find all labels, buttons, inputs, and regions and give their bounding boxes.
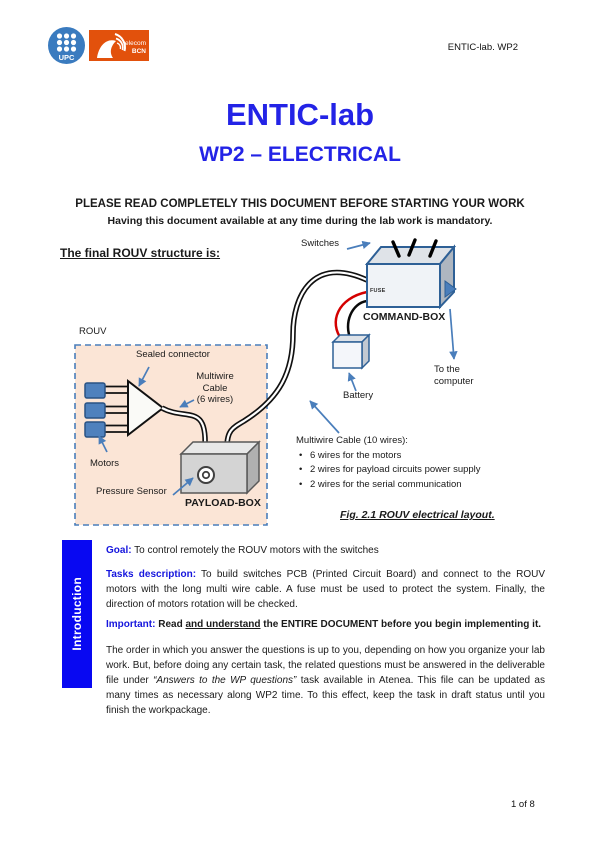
goal-text: To control remotely the ROUV motors with… <box>131 545 379 556</box>
order-paragraph: The order in which you answer the questi… <box>106 643 545 718</box>
motors-arrow <box>98 435 108 453</box>
motors-label: Motors <box>90 458 120 469</box>
battery-label: Battery <box>343 390 374 401</box>
pressure-sensor-label: Pressure Sensor <box>96 486 167 497</box>
important-paragraph: Important: Read and understand the ENTIR… <box>106 617 545 632</box>
upc-logo-text: UPC <box>59 53 75 62</box>
rouv-electrical-diagram: Switches COMMAND-BOX FUSE Battery To the… <box>60 235 560 535</box>
switches-arrow <box>346 240 371 250</box>
to-computer-label: To the computer <box>434 364 474 387</box>
battery-arrow <box>347 372 357 392</box>
to-computer-arrow <box>449 308 458 360</box>
telecom-bcn-logo-icon: telecom BCN <box>89 30 149 61</box>
battery-shape <box>331 333 371 370</box>
page-title: ENTIC-lab <box>225 97 375 132</box>
goal-keyword: Goal: <box>106 545 132 556</box>
sealed-connector-label: Sealed connector <box>136 349 210 360</box>
page-subtitle: WP2 – ELECTRICAL <box>199 143 401 166</box>
tasks-paragraph: Tasks description: To build switches PCB… <box>106 567 545 612</box>
order-text-italic: “Answers to the WP questions” <box>153 675 297 686</box>
multiwire10-item: 6 wires for the motors <box>296 449 492 464</box>
page-number: 1 of 8 <box>511 799 535 810</box>
introduction-sidebar: Introduction <box>62 540 92 688</box>
tasks-text: To build switches PCB (Printed Circuit B… <box>106 569 545 610</box>
introduction-sidebar-label: Introduction <box>70 577 84 651</box>
notice-line1: PLEASE READ COMPLETELY THIS DOCUMENT BEF… <box>75 198 525 210</box>
rouv-label: ROUV <box>79 326 107 337</box>
telecom-logo-text: telecom <box>123 40 146 47</box>
introduction-section: Introduction Goal: To control remotely t… <box>62 540 545 718</box>
motor-wires <box>104 385 130 433</box>
multiwire6-arrow <box>179 399 195 408</box>
multiwire10-item: 2 wires for payload circuits power suppl… <box>296 463 492 478</box>
important-text-post: the ENTIRE DOCUMENT before you begin imp… <box>260 619 542 630</box>
goal-paragraph: Goal: To control remotely the ROUV motor… <box>106 543 545 558</box>
notice-line2: Having this document available at any ti… <box>107 215 493 227</box>
annotation-arrows <box>98 240 458 496</box>
important-text-underlined: and understand <box>185 619 261 630</box>
upc-logo-icon: UPC <box>48 27 85 64</box>
multiwire6-line2: Cable <box>202 382 228 394</box>
order-text-pre: The order in which you answer the questi… <box>106 645 545 686</box>
to-computer-line2: computer <box>434 375 474 387</box>
motors-group <box>84 382 106 438</box>
payload-box-shape <box>179 440 261 495</box>
switches-shape <box>391 238 438 258</box>
to-computer-line1: To the <box>434 364 460 375</box>
pressure-sensor-arrow <box>172 477 194 496</box>
pressure-sensor-core <box>201 470 211 480</box>
computer-connector-shape <box>444 280 457 298</box>
introduction-body: Goal: To control remotely the ROUV motor… <box>106 540 545 718</box>
upc-logo: UPC <box>48 27 85 69</box>
order-text-post: task available in Atenea. This file can … <box>106 675 545 716</box>
sealed-connector-arrow <box>138 366 150 387</box>
switches-label: Switches <box>301 238 340 249</box>
multiwire10-title: Multiwire Cable (10 wires): <box>296 435 408 446</box>
figure-caption: Fig. 2.1 ROUV electrical layout. <box>340 509 495 521</box>
payload-box-label: PAYLOAD-BOX <box>185 497 261 509</box>
important-text-pre: Read <box>155 619 186 630</box>
multiwire10-note: Multiwire Cable (10 wires): 6 wires for … <box>296 434 492 492</box>
command-box-label: COMMAND-BOX <box>363 311 446 323</box>
tasks-keyword: Tasks description: <box>106 569 197 580</box>
section-heading: The final ROUV structure is: <box>60 246 221 260</box>
multiwire6-label: Multiwire Cable (6 wires) <box>183 371 247 406</box>
bcn-logo-text: BCN <box>132 48 146 55</box>
important-keyword: Important: <box>106 619 156 630</box>
multiwire6-line3: (6 wires) <box>196 394 234 405</box>
battery-wire-red <box>334 290 368 341</box>
multiwire-cable-10 <box>224 269 369 448</box>
rouv-enclosure <box>74 344 268 526</box>
diagram-graphics <box>74 238 458 526</box>
multiwire-cable-6 <box>160 405 208 448</box>
document-reference: ENTIC-lab. WP2 <box>447 42 518 53</box>
fuse-label: FUSE <box>370 288 386 294</box>
command-box-shape <box>364 244 457 310</box>
multiwire10-item: 2 wires for the serial communication <box>296 478 492 493</box>
telecom-bcn-logo: telecom BCN <box>89 30 149 66</box>
sealed-connector-shape <box>127 378 165 438</box>
multiwire6-line1: Multiwire <box>196 371 234 382</box>
multiwire10-arrow <box>309 400 340 434</box>
